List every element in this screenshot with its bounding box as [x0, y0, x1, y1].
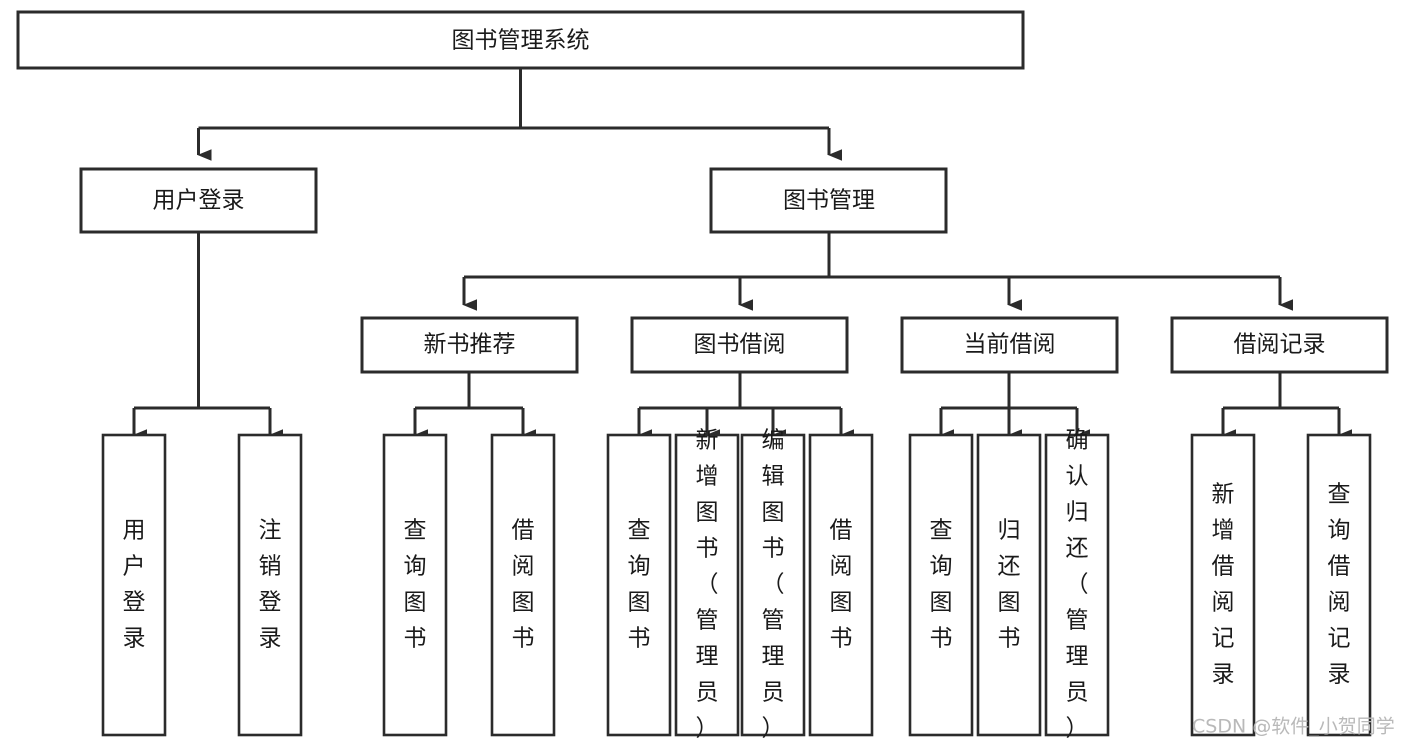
leaf-book-borrow-2-box[interactable] [740, 433, 806, 737]
leaf-current-borrow-2-box[interactable] [1044, 433, 1110, 737]
leaf-current-borrow-1[interactable]: 归还图书 [976, 433, 1042, 737]
watermark-text: CSDN @软件_小贺同学 [1192, 716, 1395, 738]
leaf-current-borrow-1-box[interactable] [976, 433, 1042, 737]
leaf-book-borrow-0-label: 查询图书 [628, 518, 651, 652]
connector-layer [132, 68, 1352, 441]
leaf-new-book-1-label: 借阅图书 [512, 518, 535, 652]
node-book-manage-label: 图书管理 [783, 188, 875, 214]
node-user-login[interactable]: 用户登录 [79, 167, 318, 234]
node-book-borrow[interactable]: 图书借阅 [630, 316, 849, 374]
leaf-current-borrow-1-label: 归还图书 [998, 518, 1021, 652]
leaf-book-borrow-2[interactable]: 编辑图书（管理员） [740, 428, 806, 742]
leaf-current-borrow-0[interactable]: 查询图书 [908, 433, 974, 737]
node-book-borrow-box[interactable] [630, 316, 849, 374]
node-new-book-recommend-label: 新书推荐 [424, 332, 516, 358]
leaf-user-login-1-label: 注销登录 [259, 518, 282, 652]
leaf-book-borrow-3-label: 借阅图书 [830, 518, 853, 652]
node-borrow-records-box[interactable] [1170, 316, 1389, 374]
leaf-borrow-records-0-label: 新增借阅记录 [1212, 482, 1235, 688]
node-root-box[interactable] [16, 10, 1025, 70]
node-current-borrow[interactable]: 当前借阅 [900, 316, 1119, 374]
leaf-book-borrow-0-box[interactable] [606, 433, 672, 737]
node-new-book-recommend-box[interactable] [360, 316, 579, 374]
leaf-new-book-1-box[interactable] [490, 433, 556, 737]
node-user-login-box[interactable] [79, 167, 318, 234]
leaf-user-login-0[interactable]: 用户登录 [101, 433, 167, 737]
leaf-user-login-1[interactable]: 注销登录 [237, 433, 303, 737]
node-book-manage-box[interactable] [709, 167, 948, 234]
leaf-new-book-0[interactable]: 查询图书 [382, 433, 448, 737]
leaf-user-login-1-box[interactable] [237, 433, 303, 737]
leaf-book-borrow-0[interactable]: 查询图书 [606, 433, 672, 737]
leaf-user-login-0-box[interactable] [101, 433, 167, 737]
node-root-label: 图书管理系统 [452, 28, 590, 54]
leaf-borrow-records-0[interactable]: 新增借阅记录 [1190, 433, 1256, 737]
node-user-login-label: 用户登录 [153, 188, 245, 214]
node-current-borrow-label: 当前借阅 [964, 332, 1056, 358]
node-current-borrow-box[interactable] [900, 316, 1119, 374]
leaf-new-book-0-label: 查询图书 [404, 518, 427, 652]
leaf-book-borrow-1-box[interactable] [674, 433, 740, 737]
node-borrow-records[interactable]: 借阅记录 [1170, 316, 1389, 374]
leaf-new-book-0-box[interactable] [382, 433, 448, 737]
leaf-user-login-0-label: 用户登录 [123, 518, 146, 652]
leaf-book-borrow-3-box[interactable] [808, 433, 874, 737]
leaf-current-borrow-2-label: 确认归还（管理员） [1066, 428, 1089, 742]
node-borrow-records-label: 借阅记录 [1234, 332, 1326, 358]
node-book-manage[interactable]: 图书管理 [709, 167, 948, 234]
leaf-book-borrow-1[interactable]: 新增图书（管理员） [674, 428, 740, 742]
leaf-current-borrow-0-box[interactable] [908, 433, 974, 737]
leaf-current-borrow-2[interactable]: 确认归还（管理员） [1044, 428, 1110, 742]
node-book-borrow-label: 图书借阅 [694, 332, 786, 358]
leaf-borrow-records-1[interactable]: 查询借阅记录 [1306, 433, 1372, 737]
leaf-borrow-records-1-box[interactable] [1306, 433, 1372, 737]
node-root[interactable]: 图书管理系统 [16, 10, 1025, 70]
leaf-current-borrow-0-label: 查询图书 [930, 518, 953, 652]
leaf-borrow-records-0-box[interactable] [1190, 433, 1256, 737]
leaf-new-book-1[interactable]: 借阅图书 [490, 433, 556, 737]
leaf-borrow-records-1-label: 查询借阅记录 [1328, 482, 1351, 688]
leaf-book-borrow-3[interactable]: 借阅图书 [808, 433, 874, 737]
leaf-book-borrow-2-label: 编辑图书（管理员） [762, 428, 785, 742]
node-new-book-recommend[interactable]: 新书推荐 [360, 316, 579, 374]
leaf-book-borrow-1-label: 新增图书（管理员） [696, 428, 719, 742]
